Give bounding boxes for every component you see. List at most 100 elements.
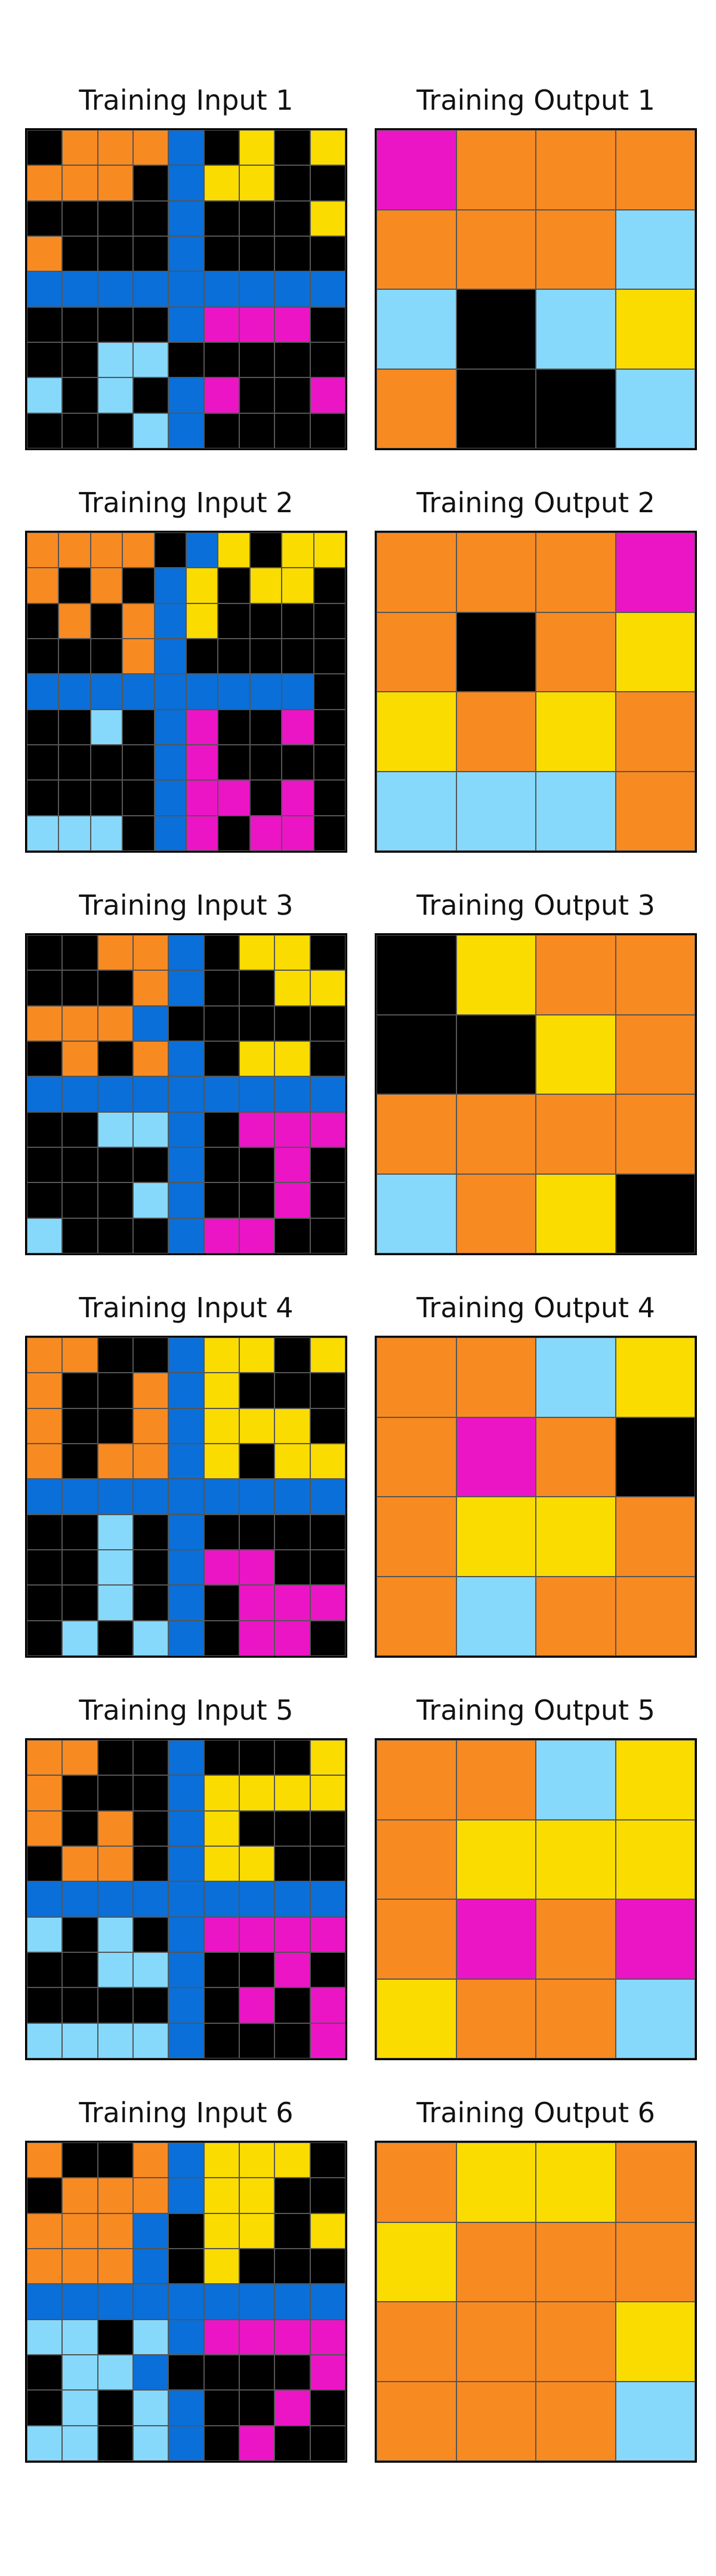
grid-cell — [274, 1846, 310, 1882]
grid-cell — [132, 1182, 169, 1218]
grid-cell — [376, 1417, 456, 1497]
grid-cell — [456, 1576, 536, 1656]
grid-cell — [274, 200, 310, 236]
grid-cell — [168, 2284, 204, 2320]
grid-cell — [203, 935, 239, 971]
grid-cell — [203, 1514, 239, 1550]
grid-cell — [536, 2222, 616, 2302]
grid-cell — [27, 1514, 63, 1550]
grid-cell — [310, 2248, 345, 2284]
grid-cell — [310, 2023, 345, 2058]
grid-cell — [536, 289, 616, 369]
grid-cell — [62, 935, 98, 971]
grid-cell — [274, 1775, 310, 1811]
grid-cell — [168, 1987, 204, 2023]
grid-cell — [310, 2390, 345, 2426]
grid-cell — [132, 1952, 169, 1988]
grid-cell — [310, 2142, 345, 2178]
grid-cell — [203, 1005, 239, 1041]
grid-cell — [27, 709, 59, 745]
grid-cell — [274, 377, 310, 413]
grid-cell — [239, 1443, 275, 1479]
grid-cell — [274, 1916, 310, 1952]
grid-cell — [274, 130, 310, 166]
grid-cell — [239, 1549, 275, 1586]
grid-cell — [168, 2213, 204, 2249]
grid-cell — [62, 1076, 98, 1112]
grid-cell — [274, 2178, 310, 2213]
grid-cell — [90, 815, 123, 851]
grid-cell — [536, 1899, 616, 1979]
grid-cell — [186, 568, 218, 603]
grid-cell — [27, 2425, 63, 2461]
grid-cell — [27, 674, 59, 710]
grid-cell — [239, 1620, 275, 1656]
grid-cell — [310, 2213, 345, 2249]
grid-cell — [97, 1408, 133, 1444]
grid-cell — [310, 1585, 345, 1621]
grid-cell — [168, 1076, 204, 1112]
grid-cell — [203, 342, 239, 378]
grid-cell — [274, 2425, 310, 2461]
grid-cell — [456, 209, 536, 289]
grid-cell — [239, 1585, 275, 1621]
grid-cell — [27, 744, 59, 781]
grid-cell — [239, 1147, 275, 1183]
grid-cell — [239, 1005, 275, 1041]
grid-cell — [168, 413, 204, 448]
grid-cell — [62, 1952, 98, 1988]
grid-cell — [168, 1952, 204, 1988]
grid-cell — [274, 342, 310, 378]
grid-cell — [154, 638, 186, 674]
grid-cell — [536, 1576, 616, 1656]
grid-cell — [376, 289, 456, 369]
grid-cell — [313, 709, 345, 745]
grid-cell — [97, 1111, 133, 1147]
grid-cell — [62, 130, 98, 166]
grid-cell — [376, 935, 456, 1015]
grid-cell — [310, 413, 345, 448]
grid-cell — [168, 1337, 204, 1373]
grid-cell — [27, 2213, 63, 2249]
grid-cell — [313, 815, 345, 851]
grid-cell — [313, 780, 345, 816]
grid-cell — [27, 1952, 63, 1988]
grid-cell — [203, 2213, 239, 2249]
grid-cell — [310, 1373, 345, 1408]
grid-cell — [132, 2284, 169, 2320]
grid-cell — [376, 1337, 456, 1417]
grid-cell — [97, 1041, 133, 1077]
grid-cell — [168, 2023, 204, 2058]
grid-cell — [203, 2319, 239, 2355]
grid-cell — [203, 1775, 239, 1811]
grid-cell — [536, 1740, 616, 1820]
grid-cell — [58, 709, 91, 745]
input-grid — [25, 128, 347, 450]
grid-cell — [154, 744, 186, 781]
grid-cell — [132, 271, 169, 307]
grid-cell — [239, 1408, 275, 1444]
grid-cell — [27, 603, 59, 639]
grid-cell — [186, 638, 218, 674]
grid-cell — [97, 2023, 133, 2058]
grid-cell — [27, 1846, 63, 1882]
grid-cell — [154, 568, 186, 603]
grid-cell — [456, 692, 536, 772]
grid-cell — [376, 771, 456, 851]
grid-cell — [274, 1337, 310, 1373]
grid-cell — [615, 2381, 695, 2461]
grid-cell — [310, 1740, 345, 1776]
grid-cell — [97, 2319, 133, 2355]
grid-cell — [203, 1916, 239, 1952]
grid-cell — [168, 1218, 204, 1253]
grid-cell — [62, 1987, 98, 2023]
grid-cell — [274, 1041, 310, 1077]
grid-cell — [97, 1549, 133, 1586]
grid-cell — [376, 1497, 456, 1577]
grid-cell — [536, 532, 616, 612]
grid-cell — [274, 1987, 310, 2023]
grid-cell — [62, 271, 98, 307]
grid-cell — [536, 1417, 616, 1497]
grid-cell — [536, 692, 616, 772]
grid-cell — [456, 1094, 536, 1174]
